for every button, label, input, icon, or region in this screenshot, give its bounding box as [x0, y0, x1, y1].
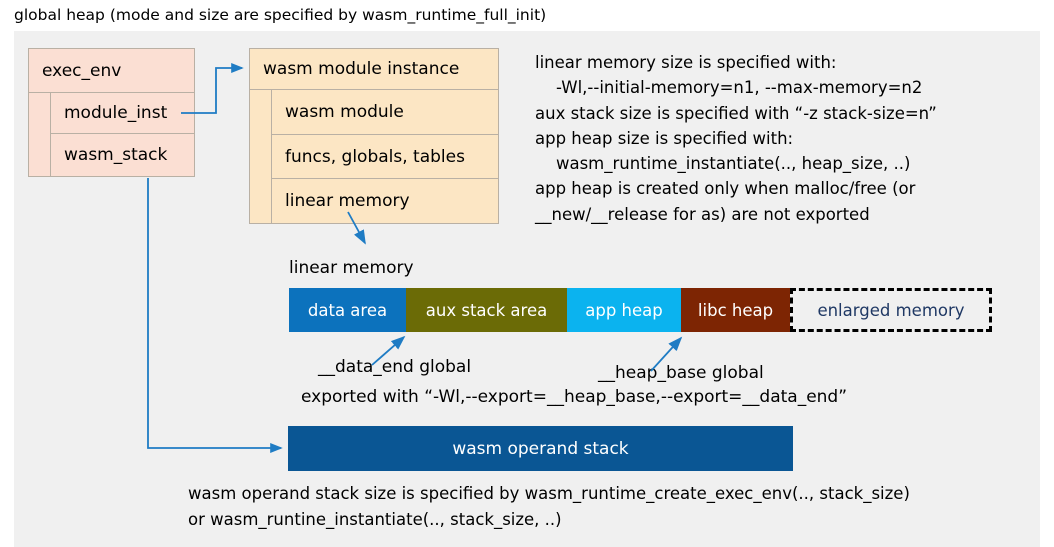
memory-segment-aux-stack-area: aux stack area — [406, 288, 567, 332]
linear-memory-info-text: linear memory size is specified with: -W… — [535, 53, 937, 224]
module-instance-field-funcs-globals-tables-label: funcs, globals, tables — [285, 146, 465, 167]
exec-env-header: exec_env — [28, 48, 195, 93]
memory-segment-label: libc heap — [697, 300, 774, 320]
memory-segment-enlarged-memory: enlarged memory — [790, 288, 992, 332]
exec-env-field-wasm-stack-label: wasm_stack — [64, 145, 168, 165]
module-instance-header: wasm module instance — [249, 48, 499, 90]
module-instance-field-linear-memory: linear memory — [272, 179, 499, 224]
exec-env-indent — [28, 93, 51, 177]
data-end-annotation: __data_end global — [318, 357, 472, 377]
exec-env-fields: module_inst wasm_stack — [28, 93, 195, 177]
module-instance-indent — [249, 90, 272, 224]
exported-with-annotation: exported with “-Wl,--export=__heap_base,… — [301, 387, 848, 407]
memory-segment-libc-heap: libc heap — [681, 288, 790, 332]
exec-env-field-module-inst: module_inst — [51, 93, 195, 134]
memory-segment-app-heap: app heap — [567, 288, 681, 332]
memory-segment-label: enlarged memory — [817, 300, 965, 320]
module-instance-fields: wasm module funcs, globals, tables linea… — [249, 90, 499, 224]
heap-base-annotation: __heap_base global — [598, 363, 764, 383]
module-instance-field-linear-memory-label: linear memory — [285, 191, 410, 211]
memory-segment-data-area: data area — [289, 288, 406, 332]
page-title: global heap (mode and size are specified… — [14, 6, 547, 24]
memory-segment-label: aux stack area — [425, 300, 548, 320]
linear-memory-bar: data area aux stack area app heap libc heap… — [289, 288, 992, 332]
exec-env-header-label: exec_env — [42, 60, 122, 81]
module-instance-header-label: wasm module instance — [263, 59, 460, 79]
exec-env-field-module-inst-label: module_inst — [64, 103, 168, 123]
exec-env-field-wasm-stack: wasm_stack — [51, 134, 195, 177]
memory-segment-label: data area — [307, 300, 388, 320]
module-instance-field-wasm-module-label: wasm module — [285, 102, 404, 122]
memory-segment-label: app heap — [585, 300, 663, 320]
module-instance-field-wasm-module: wasm module — [272, 90, 499, 135]
wasm-operand-stack-label: wasm operand stack — [452, 438, 629, 459]
wasm-operand-stack-box: wasm operand stack — [288, 426, 793, 471]
exec-env-box: exec_env module_inst wasm_stack — [28, 48, 195, 177]
module-instance-field-funcs-globals-tables: funcs, globals, tables — [272, 135, 499, 179]
module-instance-box: wasm module instance wasm module funcs, … — [249, 48, 499, 224]
linear-memory-label: linear memory — [289, 258, 414, 278]
operand-stack-note: wasm operand stack size is specified by … — [188, 484, 910, 529]
